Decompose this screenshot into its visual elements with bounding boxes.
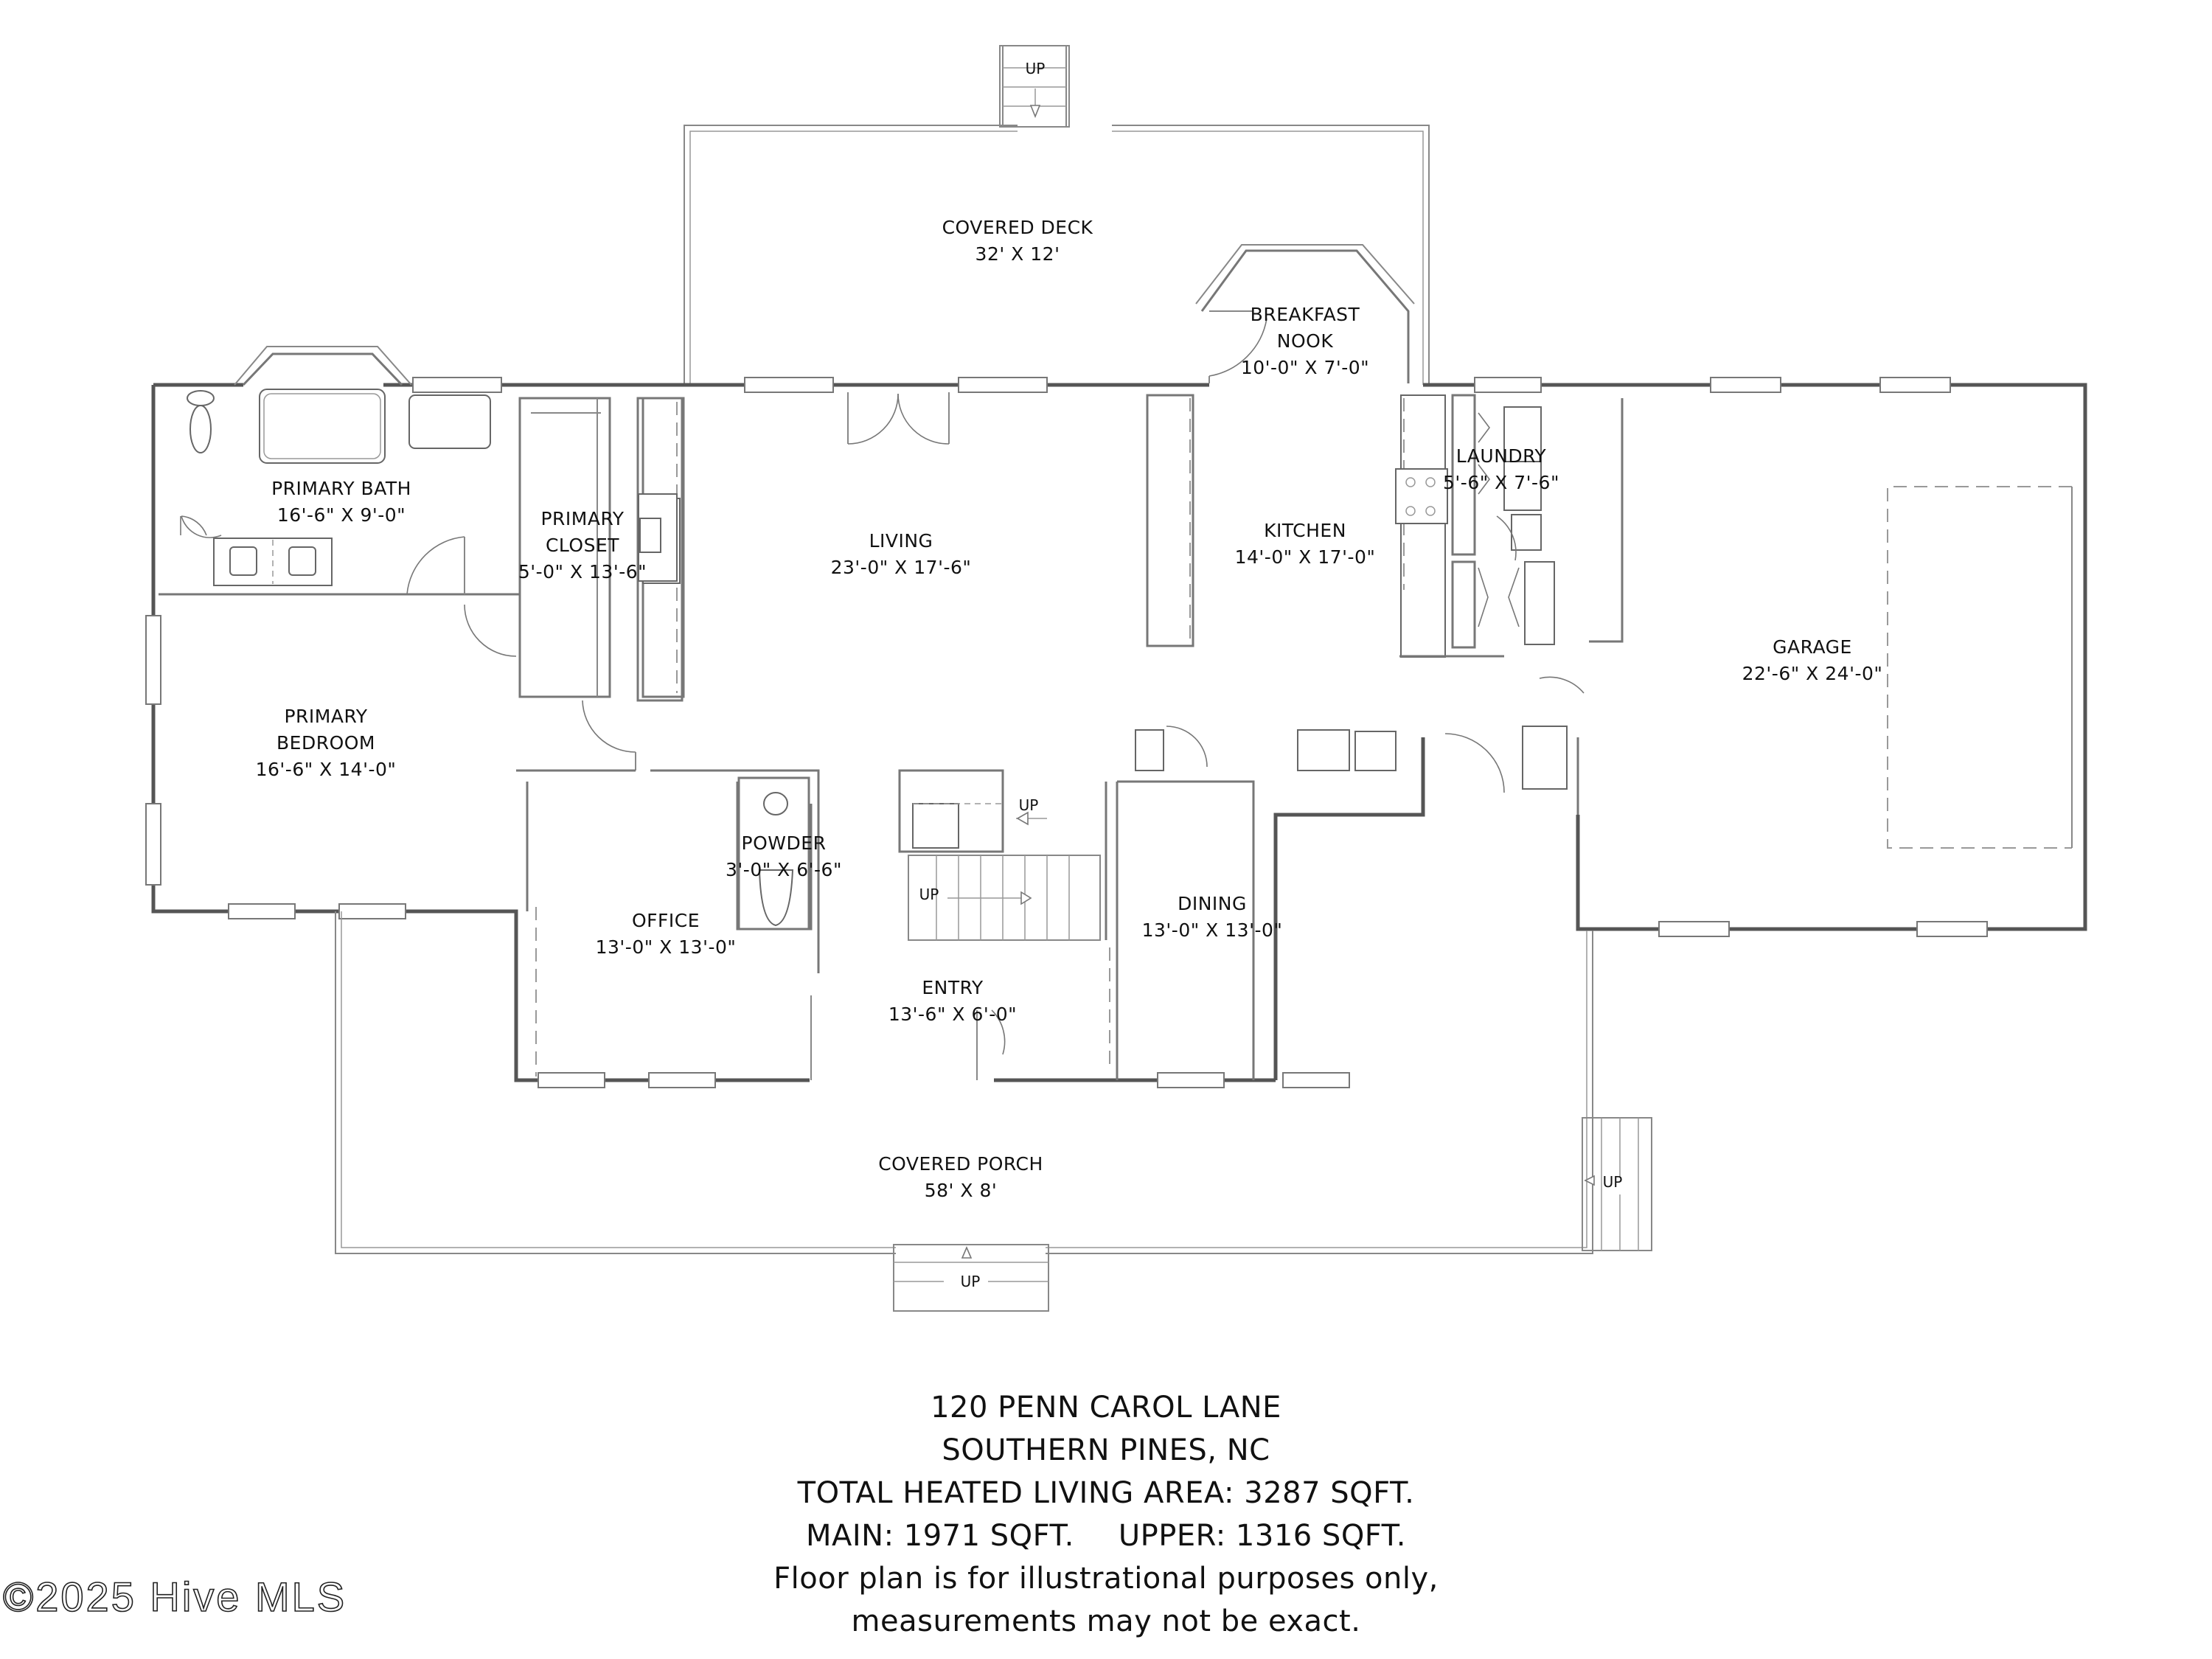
address-line-2: SOUTHERN PINES, NC [942,1433,1270,1467]
room-name-line2: CLOSET [545,535,620,556]
room-dimensions: 22'-6" X 24'-0" [1742,663,1883,684]
room-label-primary-closet: PRIMARY CLOSET 5'-0" X 13'-6" [518,506,647,585]
room-label-powder: POWDER 3'-0" X 6'-6" [726,830,842,883]
upper-floor-area: UPPER: 1316 SQFT. [1118,1519,1407,1553]
fireplace [636,397,684,702]
disclaimer-line-1: Floor plan is for illustrational purpose… [773,1562,1439,1596]
room-name-line1: BREAKFAST [1250,304,1360,325]
stair-up-label-porch-side: UP [1602,1173,1623,1191]
covered-deck-outline [684,125,1430,385]
address-line-1: 120 PENN CAROL LANE [931,1391,1281,1425]
room-name: DINING [1178,893,1247,914]
room-dimensions: 5'-0" X 13'-6" [518,561,647,582]
breakfast-nook-bay [1195,244,1415,383]
interior-doors [406,536,1585,1055]
room-label-primary-bedroom: PRIMARY BEDROOM 16'-6" X 14'-0" [256,703,397,783]
room-dimensions: 23'-0" X 17'-6" [830,557,972,578]
room-dimensions: 10'-0" X 7'-0" [1240,357,1370,378]
property-info-block: 120 PENN CAROL LANE SOUTHERN PINES, NC T… [773,1386,1439,1643]
room-label-dining: DINING 13'-0" X 13'-0" [1142,891,1283,944]
room-label-covered-porch: COVERED PORCH 58' X 8' [878,1151,1043,1204]
area-breakdown: MAIN: 1971 SQFT. UPPER: 1316 SQFT. [773,1514,1439,1557]
room-name-line2: NOOK [1276,330,1334,352]
room-label-covered-deck: COVERED DECK 32' X 12' [942,215,1093,268]
room-name: COVERED PORCH [878,1153,1043,1175]
room-dimensions: 16'-6" X 14'-0" [255,759,397,780]
room-name: OFFICE [631,910,700,931]
room-label-entry: ENTRY 13'-6" X 6'-0" [888,975,1017,1028]
living-french-doors [847,392,950,445]
room-name: PRIMARY BATH [271,478,411,499]
room-dimensions: 13'-0" X 13'-0" [595,936,737,958]
interior-walls [516,726,1568,1080]
primary-bath-fixtures [159,346,520,596]
room-name: GARAGE [1773,636,1852,658]
porch-front-steps [893,1244,1049,1312]
room-name: LAUNDRY [1455,445,1547,467]
room-dimensions: 32' X 12' [975,243,1060,265]
room-label-primary-bath: PRIMARY BATH 16'-6" X 9'-0" [271,476,411,529]
room-dimensions: 3'-0" X 6'-6" [726,859,842,880]
windows [145,377,1988,1088]
room-label-living: LIVING 23'-0" X 17'-6" [831,528,972,581]
room-label-breakfast-nook: BREAKFAST NOOK 10'-0" X 7'-0" [1241,302,1369,381]
room-dimensions: 13'-0" X 13'-0" [1141,919,1283,941]
exterior-walls [151,383,2087,1082]
room-label-office: OFFICE 13'-0" X 13'-0" [596,908,737,961]
stair-up-label-porch-front: UP [960,1273,981,1290]
deck-steps [999,45,1070,128]
garage-parking-outline [1887,486,2073,849]
room-dimensions: 58' X 8' [924,1180,998,1201]
copyright-watermark: ©2025 Hive MLS [2,1573,347,1621]
porch-side-steps [1582,1117,1652,1251]
room-dimensions: 16'-6" X 9'-0" [276,504,406,526]
room-dimensions: 5'-6" X 7'-6" [1443,472,1559,493]
room-label-garage: GARAGE 22'-6" X 24'-0" [1742,634,1883,687]
room-name: KITCHEN [1264,520,1346,541]
disclaimer-line-2: measurements may not be exact. [851,1604,1361,1638]
room-name: COVERED DECK [942,217,1093,238]
stair-up-label-interior-lower: UP [919,886,939,903]
kitchen-counters [1146,394,1504,658]
room-name-line2: BEDROOM [276,732,375,754]
stair-up-label-deck: UP [1025,60,1046,77]
room-name: POWDER [741,832,827,854]
room-name-line1: PRIMARY [540,508,625,529]
main-floor-area: MAIN: 1971 SQFT. [805,1519,1074,1553]
room-name: LIVING [869,530,933,552]
room-name: ENTRY [922,977,984,998]
room-name-line1: PRIMARY [284,706,368,727]
total-heated-area: TOTAL HEATED LIVING AREA: 3287 SQFT. [797,1476,1415,1510]
stair-up-label-interior-upper: UP [1018,796,1039,814]
room-label-kitchen: KITCHEN 14'-0" X 17'-0" [1235,518,1376,571]
room-label-laundry: LAUNDRY 5'-6" X 7'-6" [1443,443,1559,496]
room-dimensions: 14'-0" X 17'-0" [1234,546,1376,568]
laundry-fixtures [1451,394,1555,649]
covered-porch-outline [335,911,1593,1254]
room-dimensions: 13'-6" X 6'-0" [888,1004,1018,1025]
